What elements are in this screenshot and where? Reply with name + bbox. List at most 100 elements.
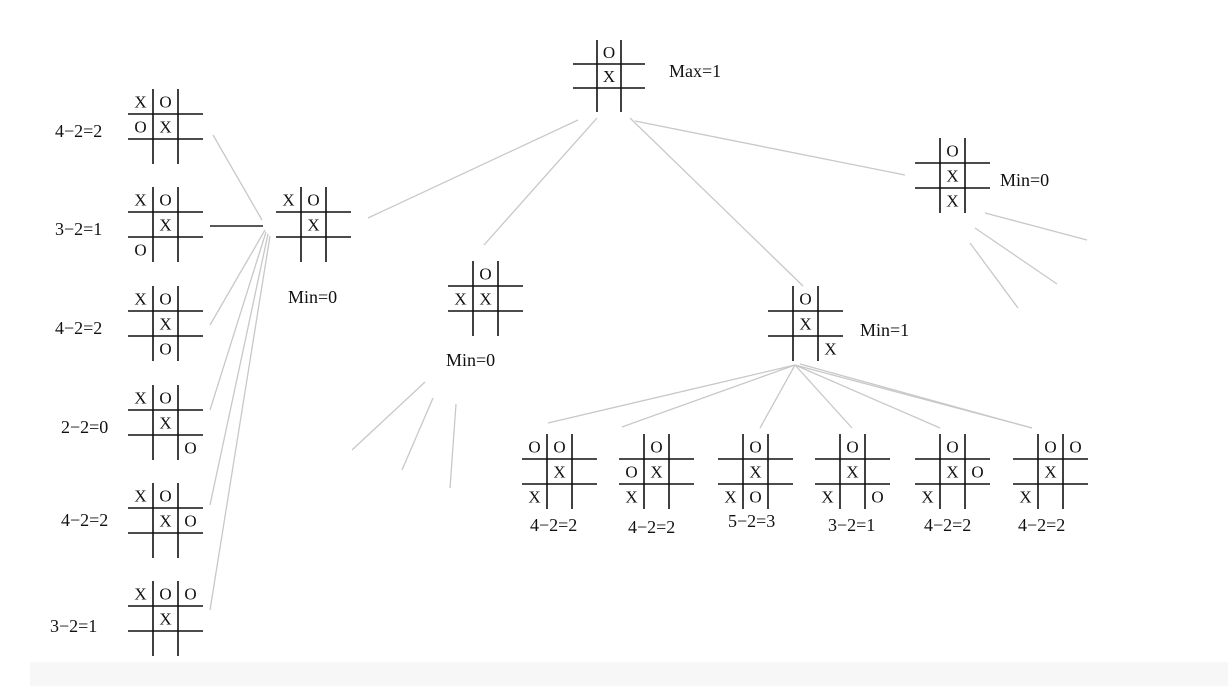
o-mark: O	[307, 191, 319, 210]
x-mark: X	[528, 488, 540, 507]
o-mark: O	[749, 488, 761, 507]
o-mark: O	[159, 191, 171, 210]
o-mark: O	[184, 512, 196, 531]
center-child-score: 4−2=2	[530, 515, 578, 535]
x-mark: X	[1044, 463, 1056, 482]
left-child-score: 3−2=1	[55, 219, 103, 239]
x-mark: X	[603, 67, 615, 86]
tree-edge	[974, 227, 1058, 285]
o-mark: O	[1069, 438, 1081, 457]
o-mark: O	[159, 585, 171, 604]
o-mark: O	[1044, 438, 1056, 457]
min-right-board: OXX	[915, 138, 990, 213]
o-mark: O	[134, 118, 146, 137]
left-child-score: 2−2=0	[61, 417, 109, 437]
tree-edge	[209, 229, 266, 326]
o-mark: O	[871, 488, 883, 507]
min-left-label: Min=0	[288, 287, 338, 307]
tree-edge	[799, 363, 1033, 429]
root-board: OX	[573, 40, 645, 112]
o-mark: O	[946, 438, 958, 457]
tree-edge	[621, 364, 796, 428]
tree-edge	[969, 242, 1019, 309]
x-mark: X	[159, 610, 171, 629]
x-mark: X	[749, 463, 761, 482]
x-mark: X	[553, 463, 565, 482]
min-mid-label: Min=0	[446, 350, 496, 370]
o-mark: O	[650, 438, 662, 457]
o-mark: O	[159, 487, 171, 506]
center-child-score: 3−2=1	[828, 515, 876, 535]
min-center-board: OXX	[768, 286, 843, 361]
o-mark: O	[134, 241, 146, 260]
x-mark: X	[159, 216, 171, 235]
tree-edge	[351, 381, 426, 451]
o-mark: O	[946, 142, 958, 161]
tree-edge	[209, 231, 267, 411]
root-label: Max=1	[669, 61, 722, 81]
o-mark: O	[528, 438, 540, 457]
x-mark: X	[134, 191, 146, 210]
x-mark: X	[650, 463, 662, 482]
min-right-label: Min=0	[1000, 170, 1050, 190]
x-mark: X	[134, 585, 146, 604]
tree-edge	[547, 364, 796, 424]
x-mark: X	[159, 315, 171, 334]
x-mark: X	[282, 191, 294, 210]
o-mark: O	[553, 438, 565, 457]
tree-edge	[629, 117, 804, 287]
x-mark: X	[159, 414, 171, 433]
tree-edge	[984, 212, 1088, 241]
tree-edge	[759, 364, 796, 429]
o-mark: O	[799, 290, 811, 309]
center-child-score: 4−2=2	[1018, 515, 1066, 535]
x-mark: X	[1019, 488, 1031, 507]
tree-edge	[449, 403, 457, 489]
x-mark: X	[307, 216, 319, 235]
tree-edge	[401, 397, 434, 471]
left-child-score: 3−2=1	[50, 616, 98, 636]
o-mark: O	[603, 43, 615, 62]
x-mark: X	[159, 118, 171, 137]
min-center-label: Min=1	[860, 320, 910, 340]
x-mark: X	[799, 315, 811, 334]
tree-edge	[209, 233, 269, 506]
o-mark: O	[479, 265, 491, 284]
x-mark: X	[134, 487, 146, 506]
o-mark: O	[159, 290, 171, 309]
x-mark: X	[946, 167, 958, 186]
x-mark: X	[724, 488, 736, 507]
tree-edge	[483, 117, 598, 246]
x-mark: X	[946, 463, 958, 482]
tree-edge	[367, 119, 579, 219]
o-mark: O	[971, 463, 983, 482]
x-mark: X	[625, 488, 637, 507]
o-mark: O	[625, 463, 637, 482]
o-mark: O	[159, 389, 171, 408]
tree-edge	[794, 364, 853, 429]
center-child-score: 4−2=2	[628, 517, 676, 537]
left-child-score: 4−2=2	[55, 318, 103, 338]
o-mark: O	[184, 439, 196, 458]
tree-edge	[634, 120, 906, 176]
o-mark: O	[184, 585, 196, 604]
tree-edge	[794, 364, 941, 429]
tree-edge	[212, 134, 263, 221]
left-child-score: 4−2=2	[55, 121, 103, 141]
x-mark: X	[454, 290, 466, 309]
left-child-score: 4−2=2	[61, 510, 109, 530]
o-mark: O	[159, 340, 171, 359]
x-mark: X	[134, 290, 146, 309]
x-mark: X	[134, 389, 146, 408]
x-mark: X	[846, 463, 858, 482]
